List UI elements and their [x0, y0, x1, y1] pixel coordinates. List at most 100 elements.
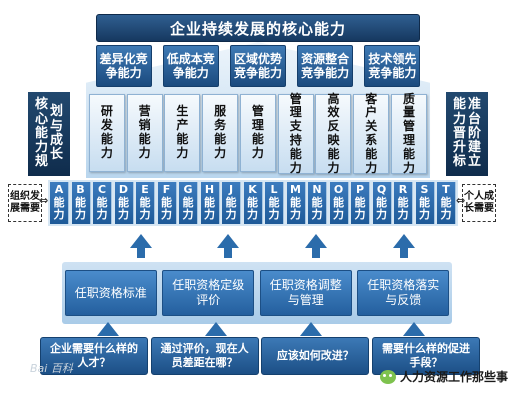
ability-label-char: 能 [333, 195, 344, 209]
ability-label-char: 力 [419, 208, 430, 222]
ability-letter: R [398, 183, 408, 197]
char: 务 [214, 118, 227, 133]
ability-label-char: 能 [225, 195, 237, 209]
char: 力 [214, 145, 227, 160]
qualification-system-row: 任职资格标准 任职资格定级评价 任职资格调整与管理 任职资格落实与反馈 [62, 262, 452, 324]
ability-label-char: 力 [225, 208, 237, 222]
char: 心 [34, 111, 48, 127]
ability-label-char: 力 [204, 208, 215, 222]
up-arrow-icon [403, 322, 425, 336]
char: 力 [365, 160, 378, 175]
char: 反 [327, 119, 340, 134]
char: 力 [251, 145, 264, 160]
ability-label-char: 能 [118, 195, 129, 209]
question-box: 需要什么样的促进手段？ [371, 337, 480, 375]
char: 准 [468, 97, 482, 113]
ability-label-char: 能 [290, 195, 301, 209]
core-competency-row: 差异化竞争能力 低成本竞争能力 区域优势竞争能力 资源整合竞争能力 技术领先竞争… [86, 42, 430, 90]
ability-letter: N [312, 183, 322, 197]
up-arrow-icon [130, 234, 152, 258]
ability-label-char: 力 [440, 208, 452, 222]
up-arrow-icon [305, 234, 327, 258]
char: 营 [138, 104, 151, 119]
functional-capability-box: 高效反映能力 [315, 92, 352, 174]
ability-letter: P [355, 183, 365, 197]
qualification-box: 任职资格落实与反馈 [357, 270, 450, 316]
ability-letter: Q [376, 183, 387, 197]
ability-label-char: 能 [182, 195, 194, 209]
char: 升 [452, 140, 466, 156]
char: 系 [365, 133, 378, 147]
char: 理 [289, 105, 302, 120]
ability-label-char: 力 [53, 208, 65, 222]
ability-label-char: 力 [139, 208, 151, 222]
question-row: 企业需要什么样的人才？ 通过评价，现在人员差距在哪？ 应该如何改进？ 需要什么样… [40, 336, 480, 376]
char: 持 [289, 133, 302, 147]
core-competency-box: 资源整合竞争能力 [297, 45, 354, 87]
ability-label-char: 力 [268, 208, 280, 222]
text-column: 核心能力规 [34, 97, 48, 169]
char: 能 [34, 125, 48, 141]
diagram-title: 企业持续发展的核心能力 [96, 14, 420, 42]
char: 立 [468, 154, 482, 170]
up-arrow-icon [217, 234, 239, 258]
char: 户 [365, 105, 378, 120]
org-development-note: 组织发展需要 [8, 184, 42, 222]
ability-label-char: 力 [182, 208, 194, 222]
char: 管 [402, 119, 415, 134]
char: 力 [138, 145, 151, 160]
functional-capability-row: 研发能力 营销能力 生产能力 服务能力 管理能力 管理支持能力 高效反映能力 客… [86, 91, 430, 175]
ability-label-char: 力 [247, 208, 258, 222]
char: 晋 [452, 125, 466, 141]
char: 标 [452, 154, 466, 170]
core-competency-box: 低成本竞争能力 [162, 45, 219, 87]
functional-capability-box: 生产能力 [164, 94, 201, 172]
char: 建 [468, 140, 482, 156]
char: 理 [402, 133, 415, 147]
char: 力 [402, 160, 415, 175]
ability-label-char: 力 [161, 208, 172, 222]
up-arrow-icon [393, 234, 415, 258]
char: 客 [365, 91, 378, 106]
right-pillar-promotion-standards: 能力晋升标准台阶建立 [446, 92, 488, 176]
ability-label-char: 力 [118, 208, 129, 222]
char: 能 [214, 132, 227, 146]
char: 能 [251, 132, 264, 146]
ability-letter: K [248, 183, 257, 197]
char: 与 [50, 118, 64, 134]
functional-capability-box: 营销能力 [126, 94, 163, 172]
char: 力 [100, 145, 113, 160]
ability-letter: F [162, 183, 171, 197]
ability-label-char: 能 [204, 195, 215, 209]
char: 力 [176, 145, 189, 160]
char: 销 [138, 118, 151, 133]
functional-capability-box: 服务能力 [202, 94, 239, 172]
ability-label-char: 能 [53, 195, 65, 209]
ability-label-char: 力 [333, 208, 344, 222]
functional-capability-box: 管理能力 [239, 94, 276, 172]
ability-letter: D [118, 183, 129, 197]
char: 映 [327, 133, 340, 147]
ability-letter: C [97, 183, 107, 197]
char: 产 [176, 118, 189, 133]
ability-letter: M [290, 183, 301, 197]
ability-letter: L [270, 183, 278, 197]
core-competency-box: 差异化竞争能力 [95, 45, 152, 87]
ability-label-char: 力 [96, 208, 108, 222]
question-box: 通过评价，现在人员差距在哪？ [150, 337, 259, 375]
question-box: 企业需要什么样的人才？ [40, 337, 148, 375]
ability-letter: O [333, 183, 344, 197]
